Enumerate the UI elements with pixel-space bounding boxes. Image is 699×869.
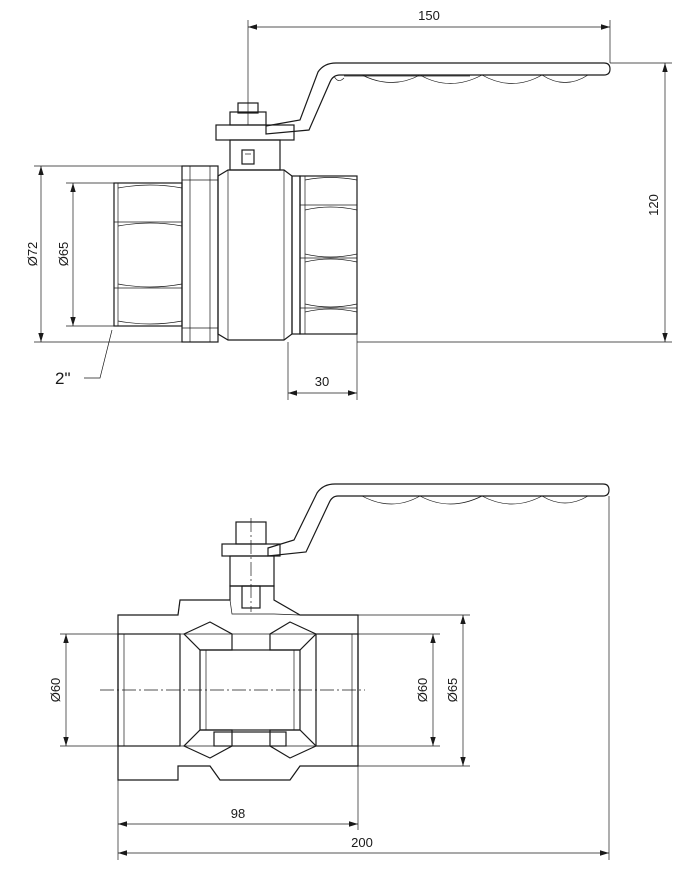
dim-hex-width: 30 [315,374,329,389]
valve-body [217,169,293,341]
section-body [117,585,359,781]
right-hex-end [291,175,358,335]
dim-total-length: 200 [351,835,373,850]
dim-bore-left: Ø60 [48,678,63,703]
thread-leader [84,329,113,379]
lever-handle [265,62,611,135]
stem-assembly [215,102,295,171]
dim-bore-right: Ø60 [415,678,430,703]
section-view: Ø60 Ø60 Ø65 98 200 [48,483,610,860]
left-hex-nut [113,182,183,327]
section-handle [267,483,610,557]
dim-handle-length: 150 [418,8,440,23]
dim-hex-diameter: Ø65 [56,242,71,267]
dim-half-length: 98 [231,806,245,821]
side-view: 150 120 Ø72 Ø65 2" 30 [25,8,672,400]
dim-outer-diameter: Ø72 [25,242,40,267]
dim-height: 120 [646,194,661,216]
thread-size-label: 2" [55,369,71,388]
union-ring [181,165,219,343]
section-stem [221,518,281,612]
dim-outer-right: Ø65 [445,678,460,703]
